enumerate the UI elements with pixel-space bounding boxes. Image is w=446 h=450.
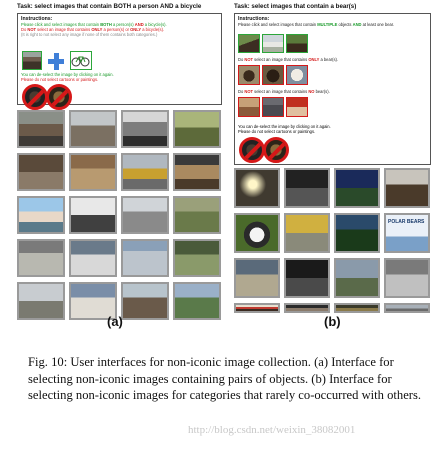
task-title-b: Task: select images that contain a bear(…	[234, 3, 357, 10]
instruction-line-3-b: Do NOT select an image that contains NO …	[238, 89, 330, 94]
watermark: http://blog.csdn.net/weixin_38082001	[188, 424, 356, 436]
instruction-line-3-a: (It is right to not select any image if …	[21, 32, 158, 38]
example-no-bear-3	[286, 97, 308, 117]
polar-bears-text: POLAR BEARS	[388, 219, 425, 225]
photo-thumbnail[interactable]	[69, 239, 117, 277]
photo-thumbnail[interactable]	[17, 282, 65, 320]
photo-thumbnail[interactable]	[69, 196, 117, 234]
task-title-a: Task: select images that contain BOTH a …	[17, 3, 202, 10]
instruction-line-1-b: Please click and select images that cont…	[238, 22, 395, 27]
photo-thumbnail[interactable]	[121, 110, 169, 148]
no-cartoon-sign-icon	[22, 84, 48, 110]
instruction-line-1-a: Please click and select images that cont…	[21, 22, 167, 27]
photo-thumbnail[interactable]	[334, 258, 380, 298]
photo-thumbnail[interactable]	[334, 168, 380, 208]
photo-thumbnail[interactable]	[173, 196, 221, 234]
photo-thumbnail[interactable]	[284, 258, 330, 298]
sub-label-a: (a)	[107, 314, 123, 329]
photo-thumbnail[interactable]	[121, 239, 169, 277]
photo-thumbnail[interactable]	[284, 168, 330, 208]
example-only-bear-1	[238, 65, 260, 85]
photo-thumbnail[interactable]	[284, 303, 330, 313]
photo-thumbnail[interactable]	[334, 303, 380, 313]
plus-icon	[48, 53, 64, 70]
figure-caption: Fig. 10: User interfaces for non-iconic …	[28, 355, 422, 402]
photo-thumbnail[interactable]	[121, 196, 169, 234]
example-positive-2	[262, 34, 284, 53]
photo-thumbnail[interactable]	[121, 153, 169, 191]
photo-thumbnail[interactable]	[234, 168, 280, 208]
no-cartoons-note-a: Please do not select cartoons or paintin…	[21, 77, 99, 82]
no-painting-sign-icon	[263, 137, 289, 163]
photo-thumbnail[interactable]	[17, 110, 65, 148]
example-only-bear-3	[286, 65, 308, 85]
photo-thumbnail[interactable]	[234, 303, 280, 313]
instructions-box-b: Instructions: Please click and select im…	[234, 13, 431, 165]
example-positive-3	[286, 34, 308, 53]
photo-thumbnail[interactable]	[17, 153, 65, 191]
photo-thumbnail[interactable]	[173, 239, 221, 277]
example-only-bear-2	[262, 65, 284, 85]
photo-thumbnail[interactable]	[69, 110, 117, 148]
no-cartoons-note-b: Please do not select cartoons or paintin…	[238, 129, 316, 134]
photo-thumbnail[interactable]	[69, 282, 117, 320]
example-person-image	[22, 51, 42, 70]
no-cartoon-sign-icon	[239, 137, 265, 163]
photo-thumbnail[interactable]	[69, 153, 117, 191]
instructions-box-a: Instructions: Please click and select im…	[17, 13, 222, 110]
bicycle-icon	[71, 56, 90, 67]
photo-thumbnail[interactable]	[234, 213, 280, 253]
instructions-heading-a: Instructions:	[21, 16, 53, 22]
photo-thumbnail[interactable]	[17, 196, 65, 234]
photo-thumbnail[interactable]	[173, 153, 221, 191]
photo-thumbnail[interactable]	[173, 110, 221, 148]
example-no-bear-1	[238, 97, 260, 117]
instructions-heading-b: Instructions:	[238, 16, 270, 22]
photo-thumbnail[interactable]	[234, 258, 280, 298]
example-no-bear-2	[262, 97, 284, 117]
undo-note-a: You can de-select the image by clicking …	[21, 72, 114, 77]
photo-thumbnail[interactable]	[121, 282, 169, 320]
example-positive-1	[238, 34, 260, 53]
instruction-line-2-a: Do NOT select an image that contains ONL…	[21, 27, 165, 33]
example-bicycle-image	[70, 51, 92, 70]
photo-thumbnail[interactable]	[384, 213, 430, 253]
photo-thumbnail[interactable]	[284, 213, 330, 253]
no-painting-sign-icon	[46, 84, 72, 110]
sub-label-b: (b)	[324, 314, 341, 329]
photo-thumbnail[interactable]	[17, 239, 65, 277]
photo-thumbnail[interactable]	[384, 303, 430, 313]
photo-thumbnail[interactable]	[334, 213, 380, 253]
photo-thumbnail[interactable]	[384, 258, 430, 298]
photo-thumbnail[interactable]	[173, 282, 221, 320]
photo-thumbnail[interactable]	[384, 168, 430, 208]
undo-note-b: You can de-select the image by clicking …	[238, 124, 331, 129]
instruction-line-2-b: Do NOT select an image that contains ONL…	[238, 57, 338, 62]
